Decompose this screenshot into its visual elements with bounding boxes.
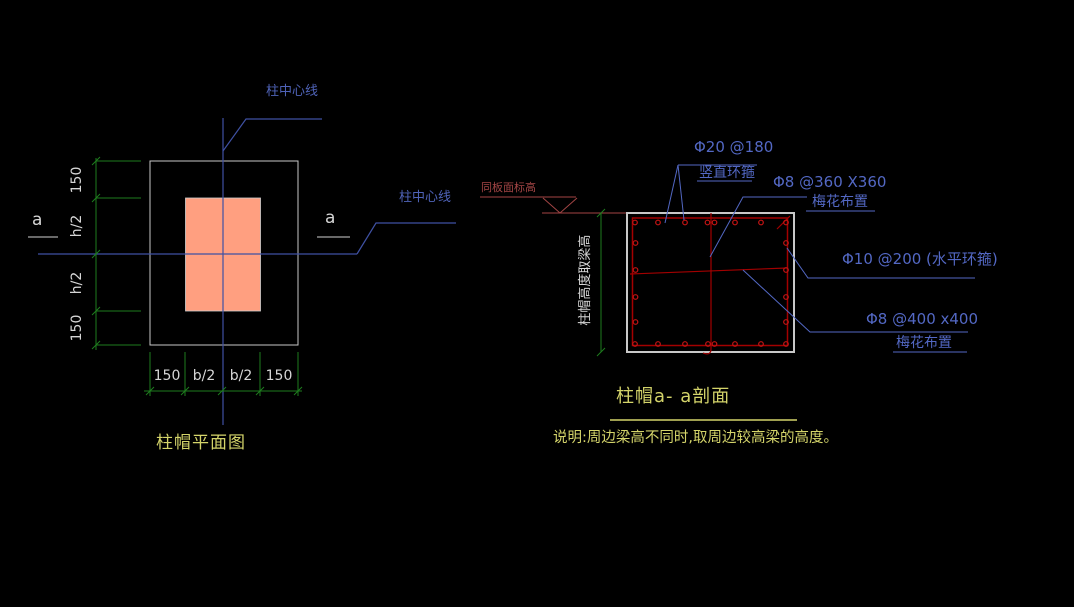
plan-centerline-label-top: 柱中心线	[266, 84, 319, 99]
annotation-4-desc: 梅花布置	[896, 335, 952, 351]
plan-bottom-dimension	[144, 352, 303, 396]
section-rebar-dots	[632, 219, 789, 347]
plan-dim-left-4: 150	[69, 314, 85, 342]
annotation-4-spec: Φ8 @400 x400	[866, 310, 979, 328]
plan-centerline-label-right: 柱中心线	[399, 190, 452, 205]
elevation-marker	[480, 196, 628, 214]
section-height-dimension	[596, 208, 606, 357]
plan-dim-left-2: h/2	[69, 214, 85, 238]
section-title: 柱帽a- a剖面	[616, 386, 731, 407]
annotation-2-desc: 梅花布置	[812, 194, 868, 210]
annotation-1-desc: 竖直环箍	[699, 165, 755, 181]
plan-dim-bottom-3: b/2	[229, 368, 253, 384]
section-cut-label-right: a	[325, 208, 336, 228]
plan-title: 柱帽平面图	[156, 433, 246, 453]
plan-left-dimension	[91, 156, 141, 350]
annotation-1-spec: Φ20 @180	[694, 138, 774, 156]
plan-dim-bottom-4: 150	[265, 368, 293, 384]
section-rebar-lines	[629, 213, 791, 355]
annotation-3-spec: Φ10 @200 (水平环箍)	[842, 250, 998, 268]
annotation-leader-lines	[664, 164, 975, 353]
plan-outer-square	[149, 160, 299, 346]
section-stirrup-rect	[631, 217, 789, 347]
annotation-2-spec: Φ8 @360 X360	[773, 173, 887, 191]
section-note: 说明:周边梁高不同时,取周边较高梁的高度。	[553, 430, 838, 446]
section-height-label: 柱帽高度取梁高	[577, 234, 593, 326]
plan-centerlines	[38, 118, 456, 425]
plan-dim-bottom-2: b/2	[192, 368, 216, 384]
section-cut-label-left: a	[32, 210, 43, 230]
elevation-label: 同板面标高	[481, 181, 536, 194]
plan-dim-bottom-1: 150	[153, 368, 181, 384]
